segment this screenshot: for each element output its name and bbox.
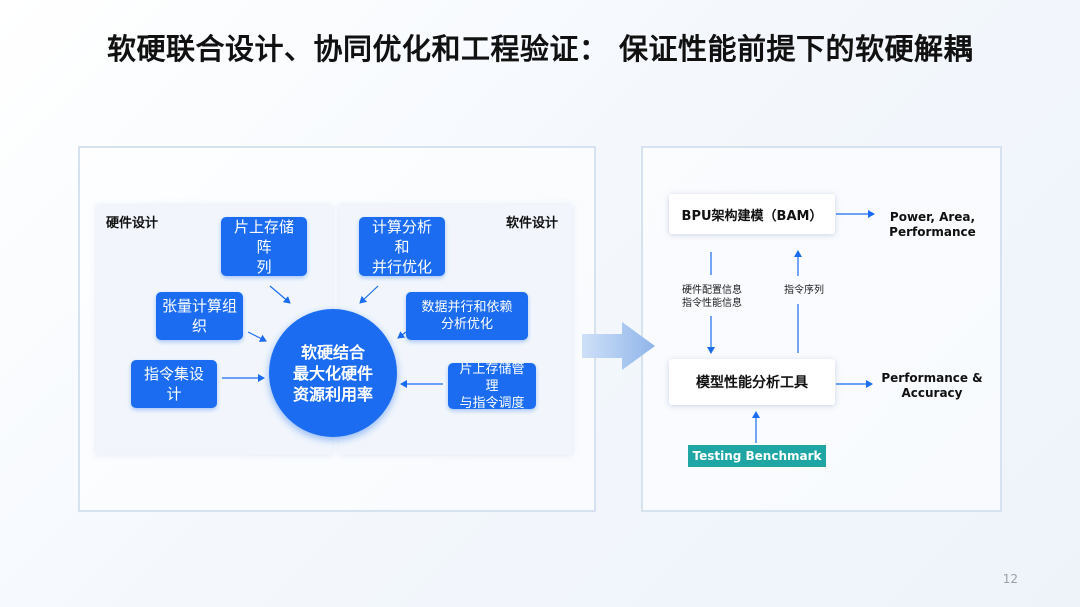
- hardware-design-label: 硬件设计: [106, 216, 159, 231]
- page-number: 12: [1002, 572, 1018, 586]
- slide-title: 软硬联合设计、协同优化和工程验证： 保证性能前提下的软硬解耦: [106, 32, 974, 66]
- testing-benchmark-label: Testing Benchmark: [688, 445, 826, 467]
- tool-output-text: Performance &Accuracy: [881, 371, 983, 400]
- up-info-label: 指令序列: [784, 285, 824, 296]
- model-performance-tool-box: 模型性能分析工具: [669, 359, 835, 405]
- hw-box-onchip-array: 片上存储阵列: [221, 217, 307, 276]
- sw-box-onchip-management: 片上存储管理与指令调度: [448, 362, 536, 411]
- sw-box-compute-analysis: 计算分析和并行优化: [359, 217, 445, 276]
- bam-box: BPU架构建模（BAM）: [669, 194, 835, 234]
- sw-box-data-parallel: 数据并行和依赖分析优化: [406, 292, 528, 340]
- hw-box-instruction-set: 指令集设计: [131, 360, 217, 408]
- bam-output-text: Power, Area,Performance: [889, 210, 976, 239]
- center-circle: 软硬结合最大化硬件资源利用率: [269, 309, 397, 437]
- down-info-label: 硬件配置信息指令性能信息: [682, 285, 742, 309]
- software-design-label: 软件设计: [506, 216, 559, 231]
- hw-box-tensor-compute: 张量计算组织: [156, 292, 243, 340]
